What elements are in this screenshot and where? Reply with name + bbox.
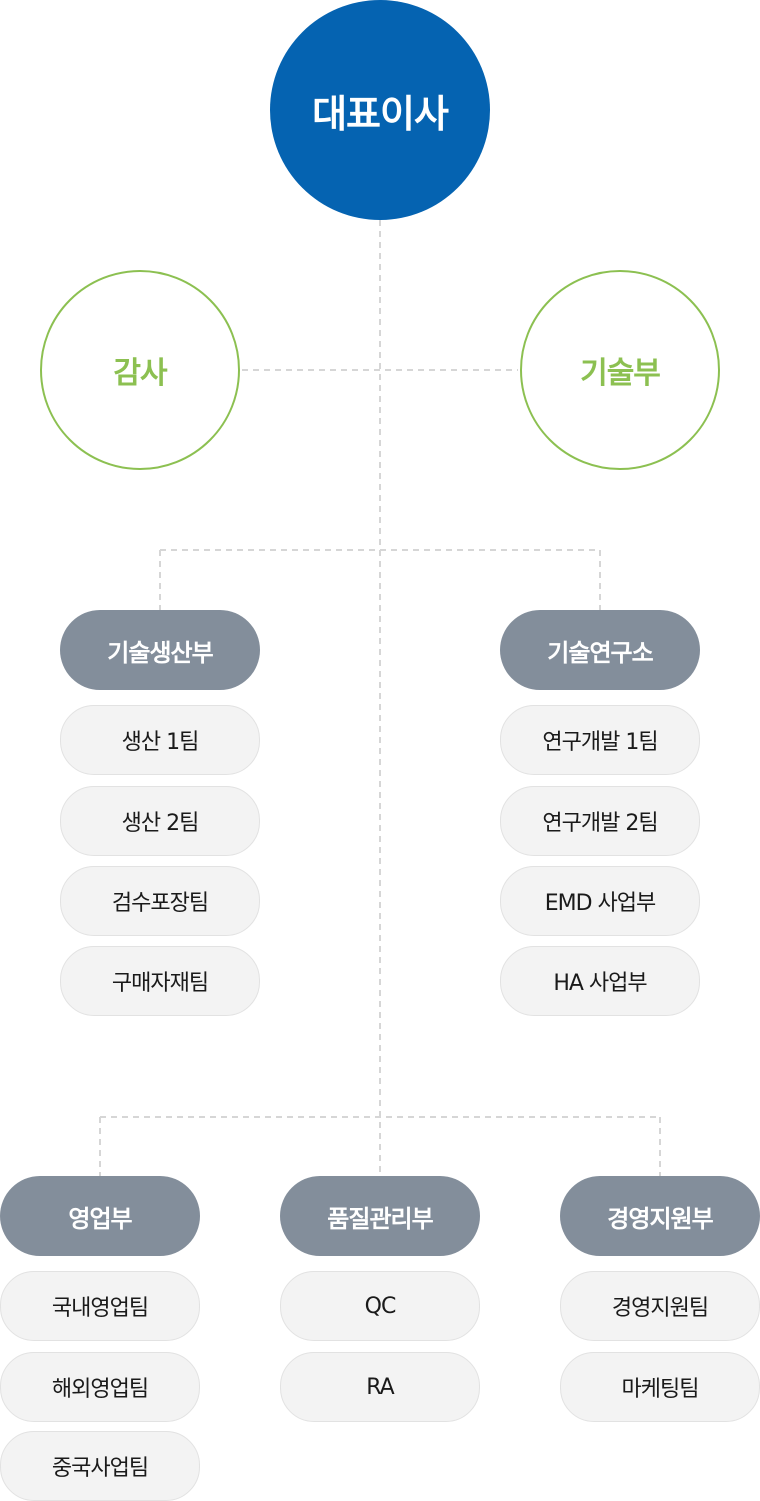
audit-node: 감사: [40, 270, 240, 470]
team-item: 연구개발 1팀: [500, 705, 700, 775]
team-item: HA 사업부: [500, 946, 700, 1016]
team-item: 구매자재팀: [60, 946, 260, 1016]
team-item: 연구개발 2팀: [500, 786, 700, 856]
team-item: 생산 2팀: [60, 786, 260, 856]
team-item: 마케팅팀: [560, 1352, 760, 1422]
dept-tech-production: 기술생산부: [60, 610, 260, 690]
dept-sales: 영업부: [0, 1176, 200, 1256]
dept-management: 경영지원부: [560, 1176, 760, 1256]
dept-quality: 품질관리부: [280, 1176, 480, 1256]
team-item: EMD 사업부: [500, 866, 700, 936]
team-item: 국내영업팀: [0, 1271, 200, 1341]
team-item: 생산 1팀: [60, 705, 260, 775]
tech-division-node: 기술부: [520, 270, 720, 470]
ceo-node: 대표이사: [270, 0, 490, 220]
team-item: 검수포장팀: [60, 866, 260, 936]
team-item: 중국사업팀: [0, 1431, 200, 1501]
team-item: 경영지원팀: [560, 1271, 760, 1341]
team-item: 해외영업팀: [0, 1352, 200, 1422]
team-item: QC: [280, 1271, 480, 1341]
team-item: RA: [280, 1352, 480, 1422]
dept-tech-research: 기술연구소: [500, 610, 700, 690]
